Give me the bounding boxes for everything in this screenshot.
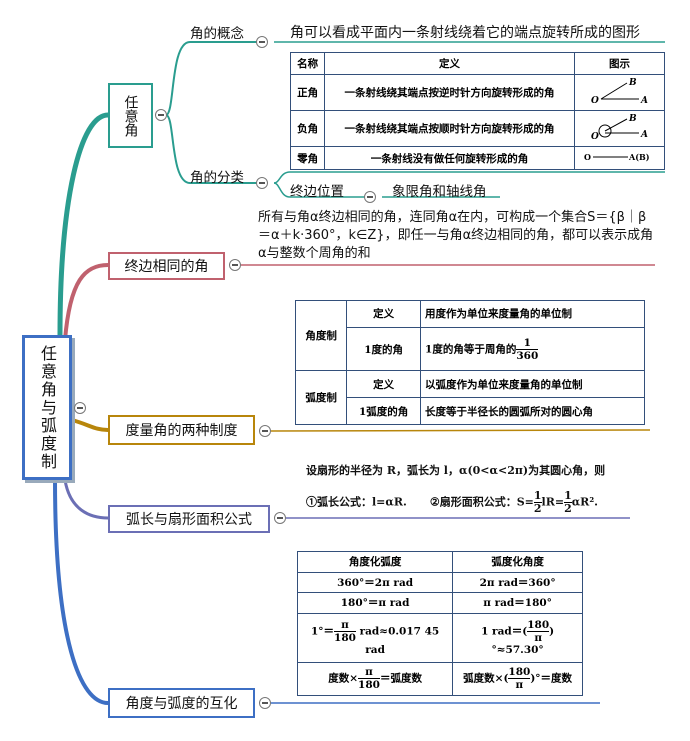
collapse-toggle[interactable] — [256, 177, 268, 189]
sector-intro-text: 设扇形的半径为 R，弧长为 l，α(0<α<2π)为其圆心角，则 — [306, 464, 606, 477]
node-terminal-side[interactable]: 终边位置 — [290, 184, 344, 200]
table-cell: 正角 — [289, 73, 326, 112]
table-cell: 2π rad＝360° — [452, 571, 583, 594]
node-label: 任意角 — [122, 94, 139, 137]
node-quadrant-axis-angles[interactable]: 象限角和轴线角 — [392, 184, 487, 200]
table-cell: 一条射线绕其端点按顺时针方向旋转形成的角 — [324, 110, 575, 148]
table-cell: O A(B) — [573, 146, 666, 170]
table-row: 1弧度的角长度等于半径长的圆弧所对的圆心角 — [296, 397, 645, 425]
negative-angle-figure: O BA — [591, 114, 648, 142]
node-label: 终边相同的角 — [124, 259, 209, 275]
node-angle-concept[interactable]: 角的概念 — [190, 26, 244, 42]
table-cell: 定义 — [346, 370, 422, 399]
table-cell: 定义 — [346, 300, 422, 328]
collapse-toggle[interactable] — [274, 512, 286, 524]
node-any-angle[interactable]: 任意角 — [108, 83, 153, 148]
table-cell: 零角 — [289, 146, 326, 170]
table-cell: 1度的角 — [346, 326, 422, 372]
collapse-toggle[interactable] — [155, 109, 167, 121]
svg-text:A(B): A(B) — [628, 152, 650, 162]
table-row: 角度制定义用度作为单位来度量角的单位制 — [294, 299, 645, 372]
svg-text:B: B — [628, 114, 637, 124]
coterminal-description: 所有与角α终边相同的角，连同角α在内，可构成一个集合S＝{β｜β＝α＋k·360… — [258, 210, 654, 261]
svg-text:O: O — [591, 132, 599, 141]
table-cell: 负角 — [289, 110, 326, 148]
table-cell: 以弧度作为单位来度量角的单位制 — [420, 370, 645, 399]
zero-angle-figure: O A(B) — [584, 152, 650, 162]
table-cell: 长度等于半径长的圆弧所对的圆心角 — [420, 397, 645, 425]
svg-text:A: A — [640, 96, 648, 105]
node-label: 弧长与扇形面积公式 — [126, 512, 252, 528]
svg-text:O: O — [584, 152, 591, 162]
svg-text:A: A — [640, 130, 648, 140]
root-node[interactable]: 任意角与弧度制 — [22, 335, 72, 480]
table-cell: 角度制 — [294, 299, 348, 372]
table-cell: 一条射线绕其端点按逆时针方向旋转形成的角 — [324, 73, 575, 112]
svg-text:B: B — [628, 78, 637, 88]
collapse-toggle[interactable] — [364, 191, 376, 203]
table-cell: π rad＝180° — [452, 592, 583, 614]
table-header: 名称 — [289, 52, 326, 75]
table-cell: 1弧度的角 — [346, 397, 422, 425]
collapse-toggle[interactable] — [259, 425, 271, 437]
collapse-toggle-root[interactable] — [74, 402, 86, 414]
table-cell: 弧度制 — [294, 370, 348, 425]
table-cell: 180°＝π rad — [296, 592, 454, 614]
svg-text:O: O — [591, 96, 599, 105]
root-label: 任意角与弧度制 — [38, 344, 57, 471]
table-row: 弧度制定义以弧度作为单位来度量角的单位制 — [294, 370, 645, 425]
table-cell: 一条射线没有做任何旋转形成的角 — [324, 146, 575, 170]
table-cell: 弧度化角度 — [452, 551, 583, 573]
table-cell: 用度作为单位来度量角的单位制 — [420, 300, 645, 328]
positive-angle-figure: O BA — [591, 78, 648, 106]
node-arc-sector-formulas[interactable]: 弧长与扇形面积公式 — [108, 505, 270, 533]
node-label: 角度与弧度的互化 — [125, 696, 238, 712]
table-row: 零角一条射线没有做任何旋转形成的角 O A(B) — [289, 146, 666, 170]
collapse-toggle[interactable] — [256, 36, 268, 48]
collapse-toggle[interactable] — [259, 697, 271, 709]
node-coterminal-angles[interactable]: 终边相同的角 — [108, 252, 225, 280]
table-header: 图示 — [573, 52, 666, 75]
angle-concept-text: 角可以看成平面内一条射线绕着它的端点旋转所成的图形 — [290, 25, 640, 41]
node-label: 度量角的两种制度 — [125, 423, 238, 439]
node-angle-classification[interactable]: 角的分类 — [190, 170, 244, 186]
table-cell: 360°＝2π rad — [296, 571, 454, 594]
table-cell: 角度化弧度 — [296, 551, 454, 573]
node-angle-systems[interactable]: 度量角的两种制度 — [108, 415, 255, 445]
node-degree-radian-conversion[interactable]: 角度与弧度的互化 — [108, 688, 255, 718]
collapse-toggle[interactable] — [229, 259, 241, 271]
table-header: 定义 — [324, 52, 575, 75]
